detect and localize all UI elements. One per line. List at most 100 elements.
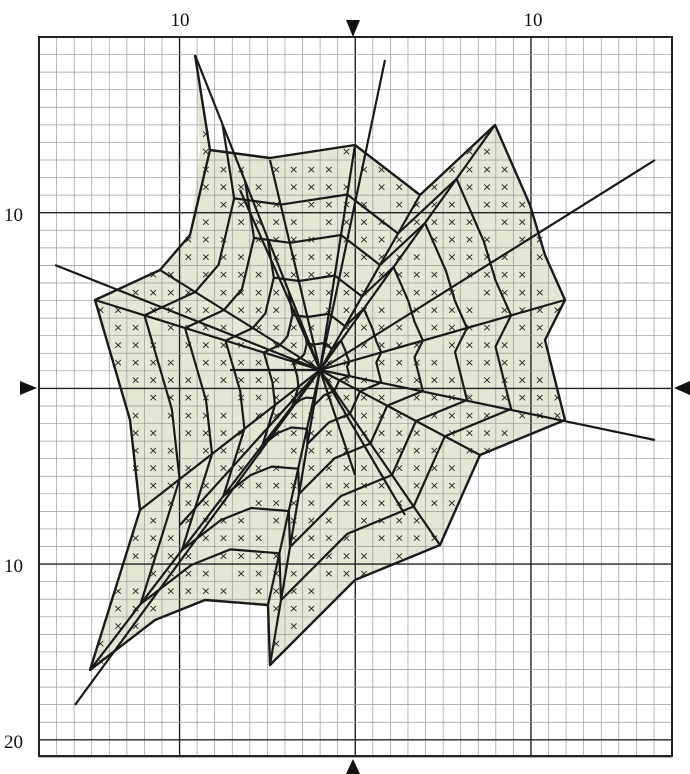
- stitch-mark: ×: [518, 356, 527, 369]
- stitch-mark: ×: [482, 374, 491, 387]
- stitch-mark: ×: [184, 426, 193, 439]
- stitch-mark: ×: [342, 497, 351, 510]
- stitch-mark: ×: [149, 374, 158, 387]
- stitch-mark: ×: [500, 198, 509, 211]
- stitch-mark: ×: [324, 567, 333, 580]
- stitch-mark: ×: [430, 356, 439, 369]
- center-marker-top: [346, 20, 360, 37]
- center-marker-right: [674, 381, 690, 395]
- stitch-mark: ×: [377, 497, 386, 510]
- stitch-mark: ×: [447, 479, 456, 492]
- stitch-mark: ×: [219, 198, 228, 211]
- stitch-mark: ×: [149, 514, 158, 527]
- stitch-mark: ×: [219, 409, 228, 422]
- stitch-mark: ×: [342, 567, 351, 580]
- stitch-mark: ×: [254, 303, 263, 316]
- stitch-mark: ×: [500, 338, 509, 351]
- stitch-mark: ×: [254, 584, 263, 597]
- stitch-mark: ×: [219, 163, 228, 176]
- stitch-mark: ×: [324, 198, 333, 211]
- stitch-mark: ×: [201, 356, 210, 369]
- stitch-mark: ×: [430, 303, 439, 316]
- stitch-mark: ×: [430, 497, 439, 510]
- stitch-mark: ×: [166, 461, 175, 474]
- stitch-mark: ×: [166, 584, 175, 597]
- stitch-mark: ×: [113, 321, 122, 334]
- left-label-bottom: 20: [4, 732, 23, 753]
- stitch-mark: ×: [447, 461, 456, 474]
- stitch-mark: ×: [359, 215, 368, 228]
- stitch-mark: ×: [359, 409, 368, 422]
- stitch-mark: ×: [518, 374, 527, 387]
- stitch-mark: ×: [149, 479, 158, 492]
- stitch-mark: ×: [201, 233, 210, 246]
- stitch-mark: ×: [201, 215, 210, 228]
- stitch-mark: ×: [430, 374, 439, 387]
- stitch-mark: ×: [359, 321, 368, 334]
- stitch-mark: ×: [447, 251, 456, 264]
- stitch-mark: ×: [307, 163, 316, 176]
- stitch-mark: ×: [324, 514, 333, 527]
- stitch-mark: ×: [342, 303, 351, 316]
- stitch-mark: ×: [324, 532, 333, 545]
- stitch-mark: ×: [535, 391, 544, 404]
- stitch-mark: ×: [500, 268, 509, 281]
- stitch-mark: ×: [289, 567, 298, 580]
- stitch-mark: ×: [272, 215, 281, 228]
- stitch-mark: ×: [395, 338, 404, 351]
- stitch-mark: ×: [131, 584, 140, 597]
- stitch-mark: ×: [201, 303, 210, 316]
- stitch-mark: ×: [254, 567, 263, 580]
- stitch-mark: ×: [236, 567, 245, 580]
- stitch-mark: ×: [412, 532, 421, 545]
- left-label-middle: 10: [4, 556, 23, 577]
- stitch-mark: ×: [342, 479, 351, 492]
- stitch-mark: ×: [166, 374, 175, 387]
- top-label-left: 10: [171, 10, 190, 31]
- stitch-mark: ×: [307, 584, 316, 597]
- stitch-mark: ×: [535, 374, 544, 387]
- stitch-mark: ×: [395, 532, 404, 545]
- stitch-mark: ×: [518, 268, 527, 281]
- stitch-mark: ×: [482, 145, 491, 158]
- stitch-mark: ×: [201, 584, 210, 597]
- top-label-right: 10: [524, 10, 543, 31]
- stitch-mark: ×: [272, 497, 281, 510]
- stitch-mark: ×: [500, 215, 509, 228]
- stitch-mark: ×: [482, 180, 491, 193]
- stitch-mark: ×: [289, 163, 298, 176]
- stitch-mark: ×: [447, 374, 456, 387]
- stitch-mark: ×: [535, 286, 544, 299]
- stitch-mark: ×: [307, 532, 316, 545]
- stitch-mark: ×: [412, 286, 421, 299]
- stitch-mark: ×: [307, 549, 316, 562]
- stitch-mark: ×: [342, 461, 351, 474]
- stitch-mark: ×: [113, 338, 122, 351]
- stitch-mark: ×: [131, 321, 140, 334]
- stitch-mark: ×: [518, 198, 527, 211]
- stitch-mark: ×: [324, 444, 333, 457]
- stitch-mark: ×: [447, 303, 456, 316]
- stitch-mark: ×: [149, 286, 158, 299]
- stitch-mark: ×: [342, 268, 351, 281]
- center-marker-left: [20, 381, 37, 395]
- stitch-mark: ×: [307, 602, 316, 615]
- stitch-mark: ×: [395, 374, 404, 387]
- stitch-mark: ×: [236, 251, 245, 264]
- stitch-mark: ×: [307, 461, 316, 474]
- stitch-mark: ×: [254, 286, 263, 299]
- stitch-mark: ×: [359, 549, 368, 562]
- stitch-mark: ×: [219, 356, 228, 369]
- stitch-mark: ×: [307, 286, 316, 299]
- stitch-mark: ×: [465, 180, 474, 193]
- stitch-mark: ×: [500, 163, 509, 176]
- stitch-mark: ×: [518, 391, 527, 404]
- stitch-mark: ×: [412, 461, 421, 474]
- stitch-mark: ×: [289, 338, 298, 351]
- stitch-mark: ×: [184, 374, 193, 387]
- stitch-mark: ×: [236, 215, 245, 228]
- stitch-mark: ×: [219, 532, 228, 545]
- stitch-mark: ×: [465, 233, 474, 246]
- stitch-mark: ×: [430, 321, 439, 334]
